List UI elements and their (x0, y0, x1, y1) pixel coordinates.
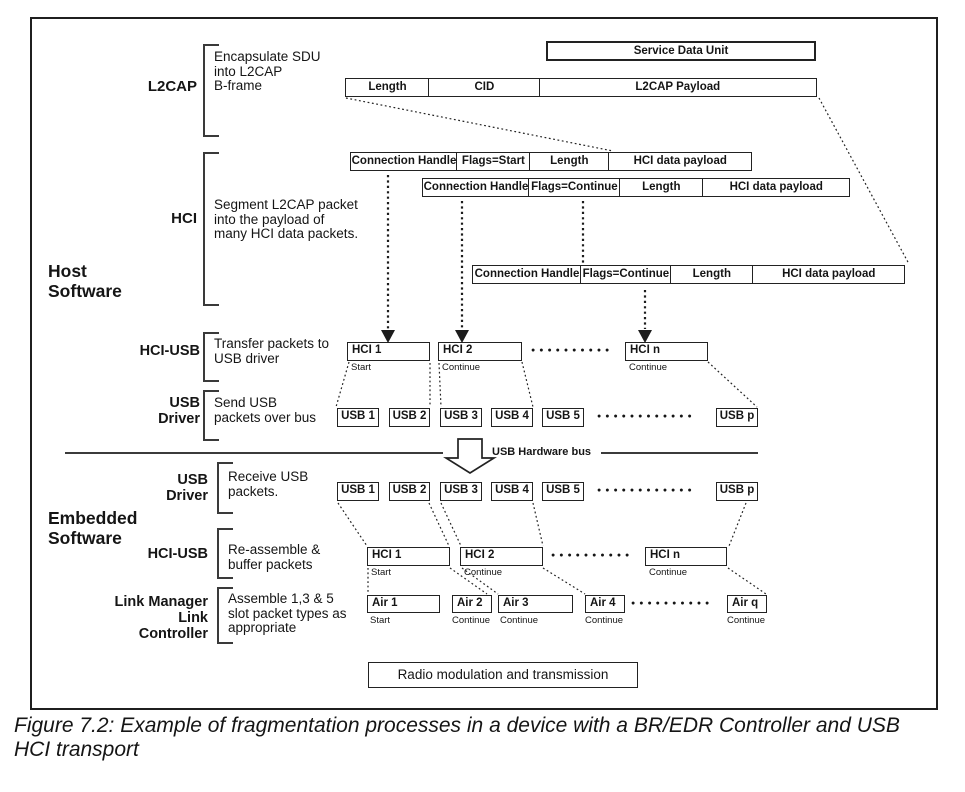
air-4-box: Air 4 (585, 595, 625, 613)
hci-usb-host-bracket (203, 332, 219, 382)
usb-packet-box: USB 4 (491, 482, 533, 501)
packet-field-connection-handle: Connection Handle (472, 265, 582, 284)
hci-packet-row-2: Connection Handle Flags=Continue Length … (422, 178, 851, 197)
link-bracket (217, 587, 233, 644)
l2cap-packet-row: Length CID L2CAP Payload (345, 78, 817, 97)
usb-packet-box: USB 2 (389, 408, 430, 427)
hci-2-sublabel: Continue (442, 362, 481, 373)
link-description: Assemble 1,3 & 5 slot packet types as ap… (228, 591, 347, 636)
ellipsis-dots: ●●●●●●●●●● (631, 600, 714, 607)
packet-field-hci-payload: HCI data payload (702, 178, 851, 197)
hci-2-box: HCI 2 (438, 342, 522, 361)
air-q-sublabel: Continue (727, 615, 766, 626)
hci-1-box: HCI 1 (347, 342, 430, 361)
hci-1-sublabel: Start (371, 567, 392, 578)
hci-n-sublabel: Continue (649, 567, 688, 578)
usb-driver-embedded-description: Receive USB packets. (228, 469, 309, 499)
air-2-box: Air 2 (452, 595, 492, 613)
packet-field-flags: Flags=Start (456, 152, 531, 171)
usb-driver-embedded-bracket (217, 462, 233, 514)
air-4-sublabel: Continue (585, 615, 624, 626)
hci-usb-embedded-description: Re-assemble & buffer packets (228, 542, 321, 572)
hci-packet-row-3: Connection Handle Flags=Continue Length … (472, 265, 906, 284)
link-layer-label: Link Manager Link Controller (114, 594, 208, 643)
air-2-sublabel: Continue (452, 615, 491, 626)
usb-driver-host-description: Send USB packets over bus (214, 395, 317, 425)
usb-packet-box: USB 3 (440, 482, 482, 501)
hci-1-box-embedded: HCI 1 (367, 547, 450, 566)
packet-field-length: Length (528, 152, 610, 171)
l2cap-description: Encapsulate SDU into L2CAP B-frame (214, 49, 321, 94)
usb-packet-box: USB p (716, 482, 758, 501)
ellipsis-dots: ●●●●●●●●●●●● (597, 487, 696, 494)
radio-modulation-box: Radio modulation and transmission (368, 662, 638, 688)
usb-packet-box: USB 1 (337, 482, 379, 501)
l2cap-layer-label: L2CAP (147, 78, 197, 95)
hci-1-sublabel: Start (351, 362, 372, 373)
hci-usb-embedded-bracket (217, 528, 233, 579)
diagram-border (30, 17, 938, 710)
hci-2-box-embedded: HCI 2 (460, 547, 543, 566)
hci-n-sublabel: Continue (629, 362, 668, 373)
ellipsis-dots: ●●●●●●●●●●●● (597, 413, 696, 420)
usb-driver-host-label: USB Driver (158, 395, 200, 428)
packet-field-flags: Flags=Continue (580, 265, 672, 284)
air-1-sublabel: Start (370, 615, 391, 626)
embedded-software-label: Embedded Software (48, 508, 138, 549)
air-q-box: Air q (727, 595, 767, 613)
packet-field-length: Length (669, 265, 754, 284)
usb-packet-box: USB 5 (542, 482, 584, 501)
usb-packet-box: USB 1 (337, 408, 379, 427)
packet-field-connection-handle: Connection Handle (422, 178, 530, 197)
usb-hardware-bus-label: USB Hardware bus (492, 446, 592, 458)
ellipsis-dots: ●●●●●●●●●● (531, 347, 614, 354)
usb-driver-embedded-label: USB Driver (166, 472, 208, 505)
air-3-sublabel: Continue (500, 615, 539, 626)
service-data-unit-box: Service Data Unit (546, 41, 816, 61)
figure-caption: Figure 7.2: Example of fragmentation pro… (14, 714, 900, 761)
hci-n-box: HCI n (625, 342, 708, 361)
hci-usb-host-description: Transfer packets to USB driver (214, 336, 330, 366)
hci-usb-embedded-label: HCI-USB (147, 546, 208, 562)
air-1-box: Air 1 (367, 595, 440, 613)
hci-description: Segment L2CAP packet into the payload of… (214, 197, 359, 242)
packet-field-length: Length (345, 78, 430, 97)
packet-field-flags: Flags=Continue (528, 178, 621, 197)
hci-2-sublabel: Continue (464, 567, 503, 578)
usb-packet-box: USB p (716, 408, 758, 427)
usb-driver-host-bracket (203, 390, 219, 441)
host-software-label: Host Software (48, 261, 122, 302)
usb-packet-box: USB 4 (491, 408, 533, 427)
packet-field-hci-payload: HCI data payload (752, 265, 906, 284)
hci-usb-host-label: HCI-USB (139, 343, 200, 359)
packet-field-connection-handle: Connection Handle (350, 152, 458, 171)
packet-field-payload: L2CAP Payload (538, 78, 817, 97)
hci-n-box-embedded: HCI n (645, 547, 727, 566)
usb-packet-box: USB 2 (389, 482, 430, 501)
hci-layer-label: HCI (171, 210, 197, 227)
packet-field-hci-payload: HCI data payload (608, 152, 753, 171)
l2cap-bracket (203, 44, 219, 137)
hci-packet-row-1: Connection Handle Flags=Start Length HCI… (350, 152, 753, 171)
usb-packet-box: USB 3 (440, 408, 482, 427)
hci-bracket (203, 152, 219, 306)
usb-packet-box: USB 5 (542, 408, 584, 427)
ellipsis-dots: ●●●●●●●●●● (551, 552, 634, 559)
air-3-box: Air 3 (498, 595, 573, 613)
packet-field-length: Length (618, 178, 704, 197)
packet-field-cid: CID (428, 78, 541, 97)
